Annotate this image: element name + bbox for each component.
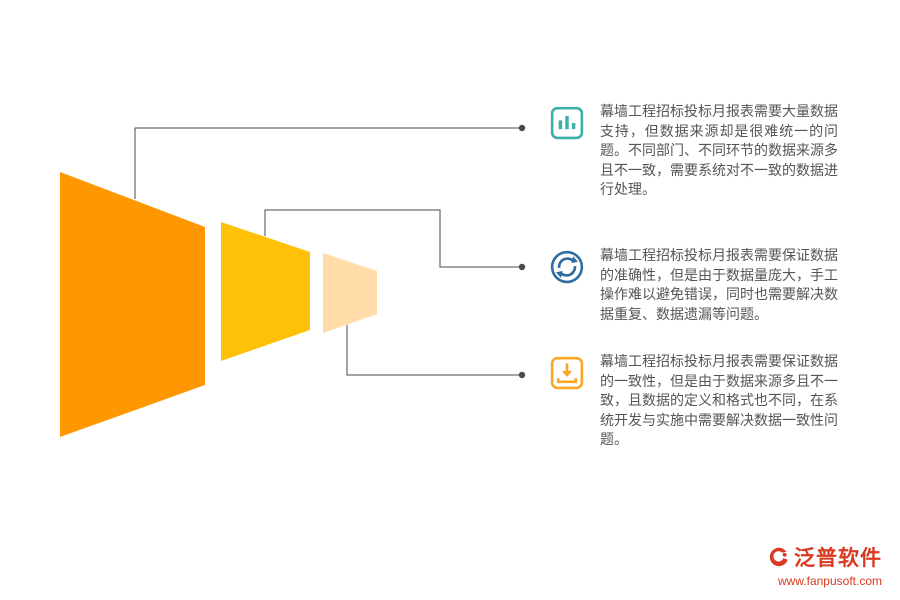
- callout-text-2: 幕墙工程招标投标月报表需要保证数据的准确性，但是由于数据量庞大，手工操作难以避免…: [600, 247, 838, 322]
- bar-chart-icon: [546, 102, 588, 144]
- connector-line-3: [346, 325, 520, 376]
- connector-dot-1: [518, 124, 526, 132]
- callout-text-1: 幕墙工程招标投标月报表需要大量数据支持，但数据来源却是很难统一的问题。不同部门、…: [600, 103, 838, 197]
- brand-name: 泛普软件: [794, 547, 882, 570]
- callout-item-data-volume: 幕墙工程招标投标月报表需要大量数据支持，但数据来源却是很难统一的问题。不同部门、…: [546, 102, 846, 200]
- funnel-segment-small: [323, 253, 377, 333]
- callout-text-3: 幕墙工程招标投标月报表需要保证数据的一致性，但是由于数据来源多且不一致，且数据的…: [600, 353, 838, 447]
- connector-line-2: [264, 209, 520, 268]
- brand-website[interactable]: www.fanpusoft.com: [777, 574, 882, 588]
- funnel-segment-medium: [221, 222, 310, 361]
- connector-line-1: [134, 127, 520, 199]
- callout-item-consistency: 幕墙工程招标投标月报表需要保证数据的一致性，但是由于数据来源多且不一致，且数据的…: [546, 352, 846, 450]
- download-icon: [546, 352, 588, 394]
- connector-dot-2: [518, 263, 526, 271]
- sync-icon: [546, 246, 588, 288]
- funnel-segment-large: [60, 172, 205, 437]
- brand-footer: 泛普软件 www.fanpusoft.com: [768, 542, 882, 588]
- callout-item-accuracy: 幕墙工程招标投标月报表需要保证数据的准确性，但是由于数据量庞大，手工操作难以避免…: [546, 246, 846, 324]
- connector-dot-3: [518, 371, 526, 379]
- brand-logo-icon: [768, 546, 790, 568]
